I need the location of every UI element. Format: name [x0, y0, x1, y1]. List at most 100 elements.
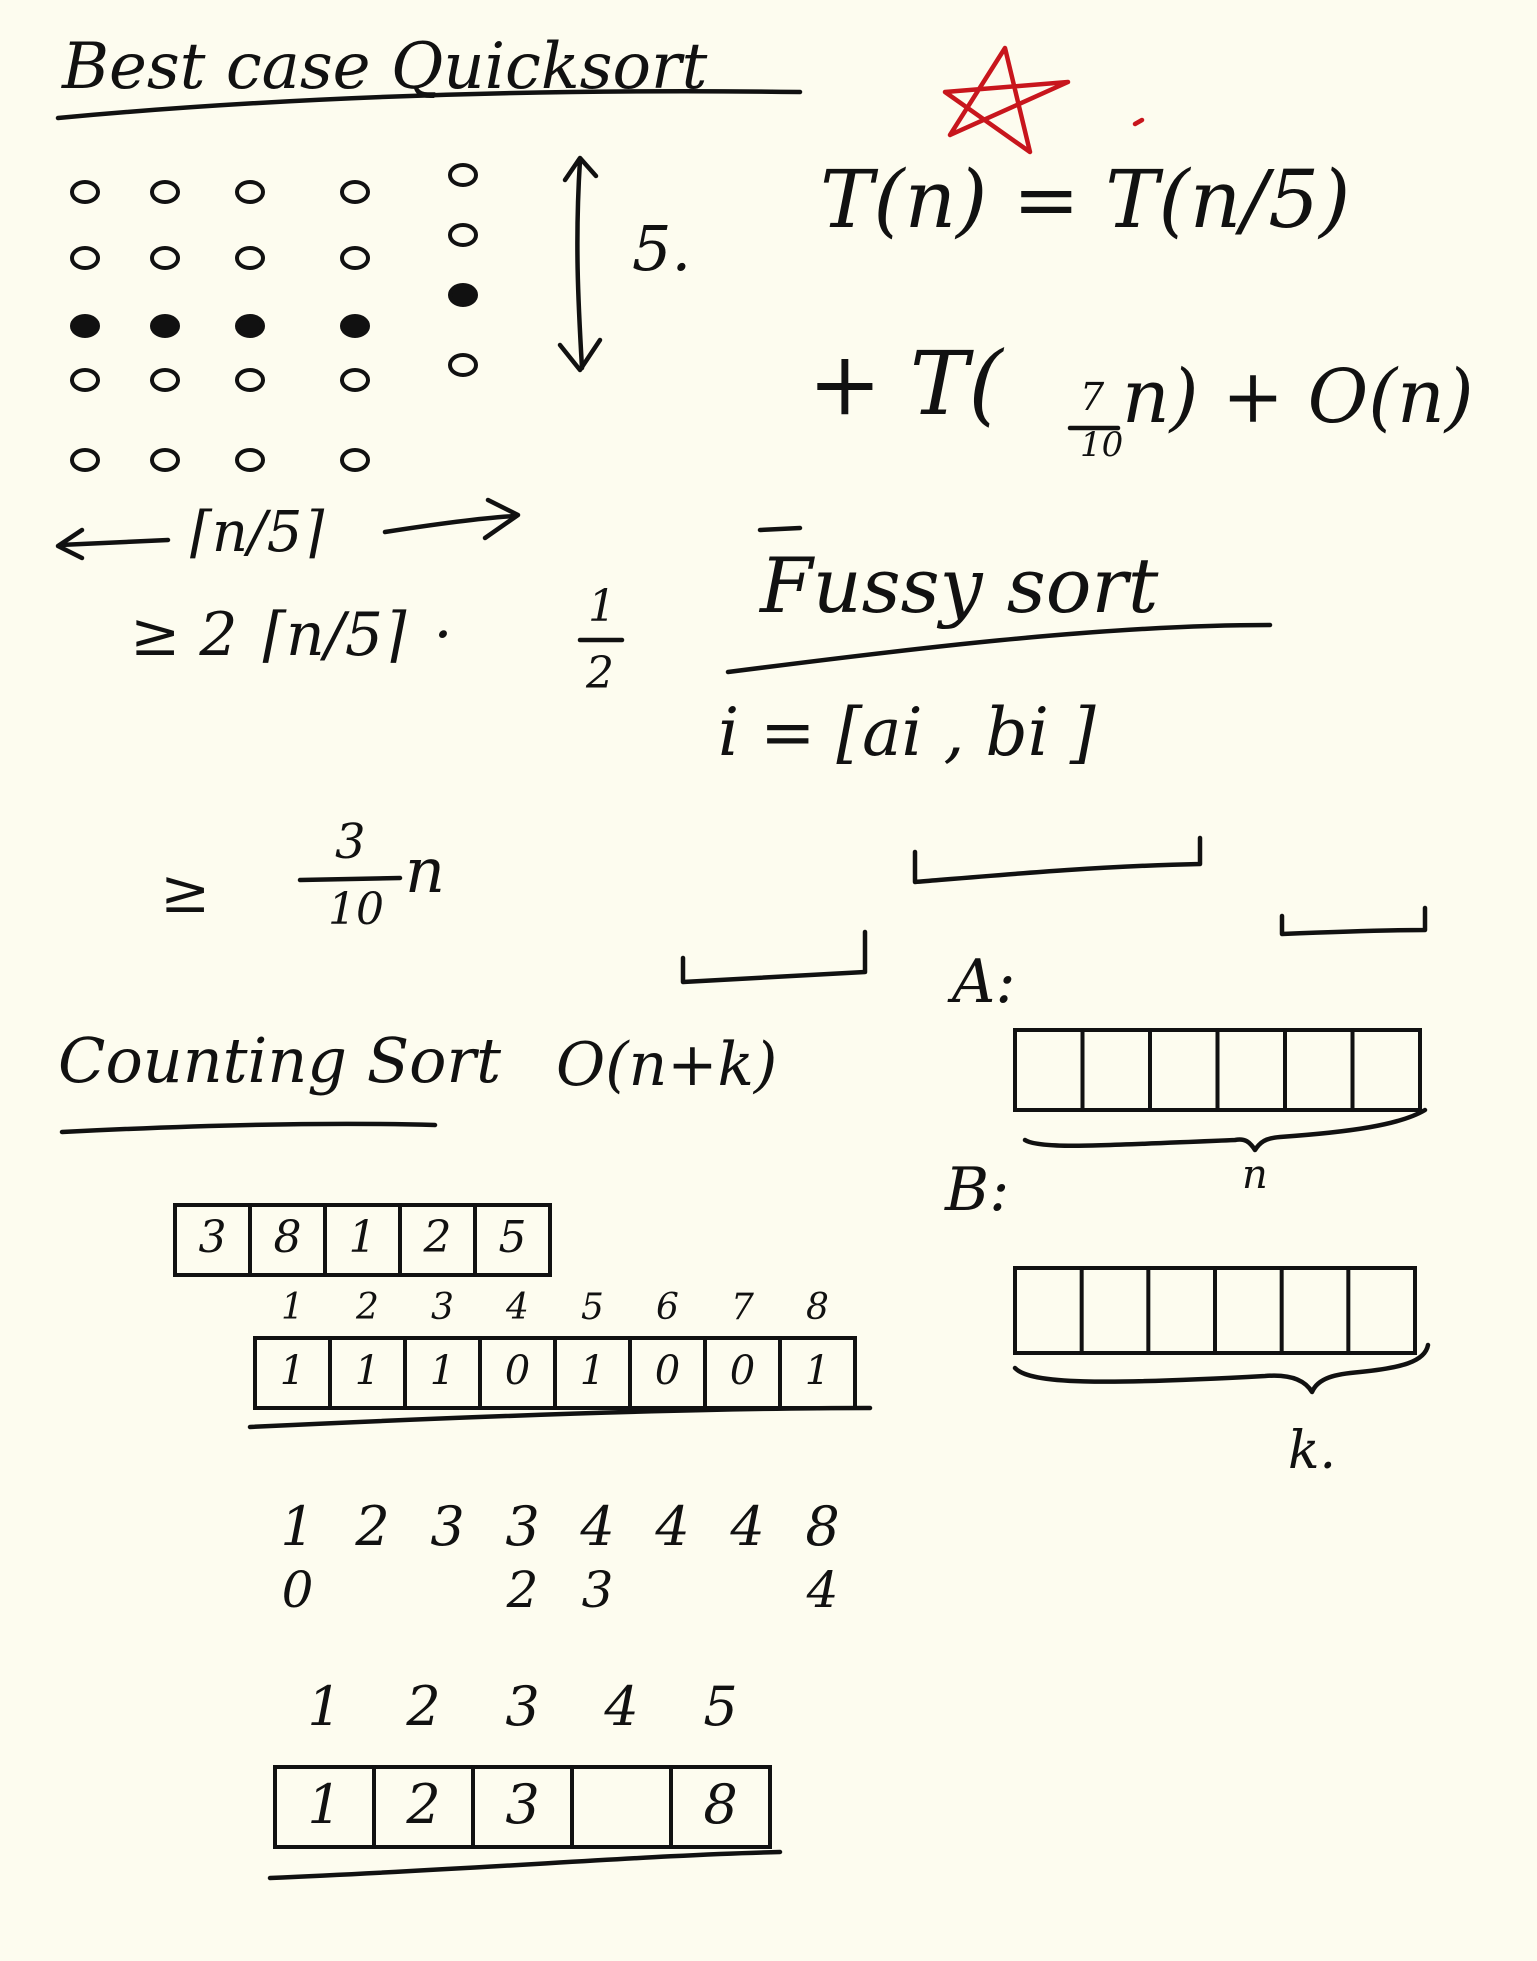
subscript-value: 3: [581, 1561, 614, 1619]
vertical-arrow-head-down: [557, 337, 603, 373]
counting-title-underline: [59, 1121, 438, 1135]
element-dot: [235, 448, 265, 472]
recurrence-fraction-denominator: 10: [1080, 425, 1124, 465]
element-dot: [70, 180, 100, 204]
median-dot: [448, 283, 478, 307]
counting-title: Counting Sort: [58, 1024, 502, 1097]
bit-array-cell: 0: [729, 1348, 756, 1394]
quicksort-title: Best case Quicksort: [62, 30, 708, 104]
input-array-cell: 1: [348, 1212, 377, 1263]
prefix-value: 1: [280, 1495, 315, 1558]
position-header-label: 5: [703, 1675, 738, 1738]
brace-n: [1022, 1107, 1428, 1153]
vertical-arrow: [575, 157, 585, 371]
baseline-bits: [247, 1405, 873, 1430]
subscript-value: 0: [281, 1561, 314, 1619]
input-array-cell: 5: [498, 1212, 527, 1263]
position-header-label: 1: [307, 1675, 342, 1738]
interval-1: [912, 835, 1203, 885]
input-array-frame: [173, 1203, 552, 1277]
output-array-cell: 2: [406, 1773, 441, 1836]
fraction-3-denominator: 10: [328, 884, 384, 935]
fussy-title-underline: [725, 622, 1273, 675]
element-dot: [448, 223, 478, 247]
fussy-title-bar-mark: [757, 525, 803, 533]
half-numerator: 1: [588, 581, 616, 632]
element-dot: [340, 448, 370, 472]
index-header-label: 8: [806, 1287, 829, 1328]
brace-k: [1012, 1342, 1431, 1395]
bit-array-cell: 0: [654, 1348, 681, 1394]
prefix-value: 3: [430, 1495, 465, 1558]
array-boxes: [173, 1028, 1422, 1849]
element-dot: [340, 180, 370, 204]
element-dot: [150, 368, 180, 392]
array-b-label: B:: [945, 1155, 1010, 1225]
element-dot: [235, 368, 265, 392]
bit-array-cell: 1: [579, 1348, 606, 1394]
prefix-value: 4: [730, 1495, 765, 1558]
output-array-cell: 1: [307, 1773, 342, 1836]
brace-n-label: n: [1242, 1152, 1268, 1198]
fussy-title: Fussy sort: [760, 541, 1159, 630]
baseline-output: [267, 1849, 783, 1881]
element-dot: [235, 180, 265, 204]
subscript-value: 4: [806, 1561, 839, 1619]
bit-array-cell: 1: [804, 1348, 831, 1394]
element-dot: [70, 246, 100, 270]
left-arrow-head: [55, 527, 85, 561]
bit-array-cell: 1: [279, 1348, 306, 1394]
element-dot: [448, 353, 478, 377]
index-header-label: 7: [731, 1287, 754, 1328]
median-dot: [340, 314, 370, 338]
bit-array-cell: 1: [354, 1348, 381, 1394]
bit-array-cell: 1: [429, 1348, 456, 1394]
interval-2: [680, 929, 868, 985]
prefix-value: 4: [580, 1495, 615, 1558]
index-header-label: 5: [581, 1287, 604, 1328]
prefix-value: 3: [505, 1495, 540, 1558]
prefix-value: 4: [655, 1495, 690, 1558]
prefix-value: 2: [355, 1495, 390, 1558]
red-dot: [1132, 117, 1145, 127]
column-count-label: ⌈n/5⌉: [190, 500, 325, 565]
output-array-cell: 8: [703, 1773, 738, 1836]
star-icon: [942, 45, 1071, 155]
dot-grid: [70, 163, 478, 472]
position-header-label: 4: [604, 1675, 639, 1738]
element-dot: [235, 246, 265, 270]
subscript-value: 2: [506, 1561, 539, 1619]
recurrence-line-2-end: n) + O(n): [1122, 354, 1474, 440]
input-array-cell: 8: [273, 1212, 302, 1263]
bit-array-cell: 0: [504, 1348, 531, 1394]
inequality-1-prefix: ≥ 2: [130, 600, 238, 670]
half-denominator: 2: [586, 648, 614, 699]
right-arrow: [382, 513, 518, 535]
element-dot: [340, 368, 370, 392]
fraction-3-variable: n: [405, 834, 445, 907]
interval-definition: i = [ai , bi ]: [718, 694, 1096, 771]
right-arrow-head: [482, 497, 521, 541]
element-dot: [150, 246, 180, 270]
output-array-frame: [273, 1765, 772, 1849]
quicksort-title-underline: [55, 88, 803, 121]
index-header-label: 4: [506, 1287, 529, 1328]
fraction-3-numerator: 3: [335, 814, 366, 870]
element-dot: [340, 246, 370, 270]
element-dot: [70, 368, 100, 392]
index-header-label: 1: [281, 1287, 304, 1328]
left-arrow: [57, 537, 171, 548]
prefix-value: 8: [805, 1495, 840, 1558]
recurrence-line-1: T(n) = T(n/5): [820, 153, 1351, 246]
dot-operator: ·: [433, 600, 453, 670]
index-header-label: 3: [431, 1287, 454, 1328]
interval-3: [1279, 905, 1428, 937]
position-header-label: 2: [406, 1675, 441, 1738]
input-array-cell: 2: [423, 1212, 452, 1263]
fraction-bar-3-10: [297, 875, 403, 883]
array-a-label: A:: [952, 947, 1016, 1017]
inequality-2-prefix: ≥: [160, 857, 211, 927]
element-dot: [70, 448, 100, 472]
index-header-label: 6: [656, 1287, 679, 1328]
